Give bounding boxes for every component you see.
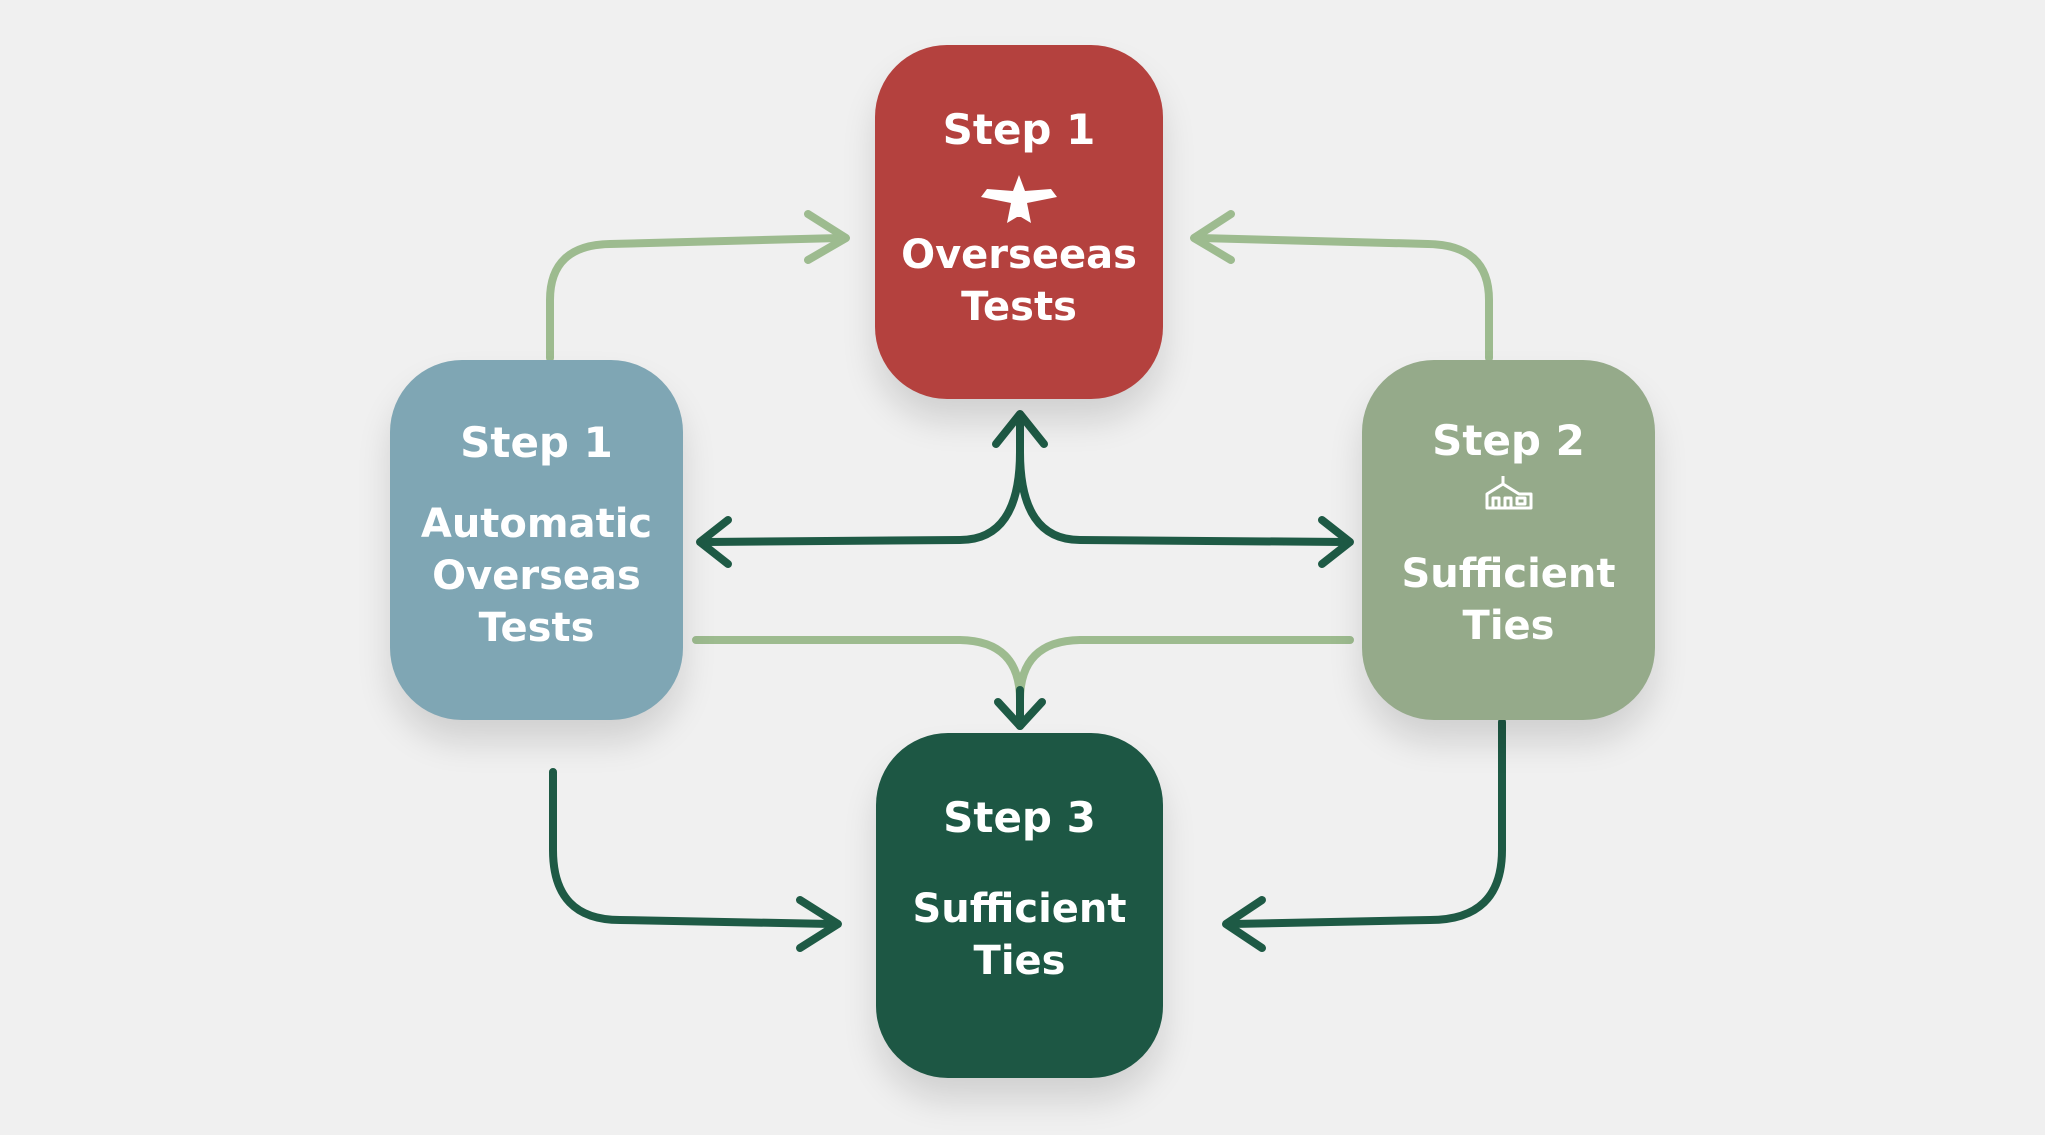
step-title: Step 1 [460,418,613,467]
plane-icon [979,173,1059,231]
step-node-overseas-tests: Step 1 Overseeas Tests [875,45,1163,399]
arrow-left-to-bottom [549,768,836,928]
step-label: Sufficient Ties [912,886,1127,984]
arrow-right-to-top [1196,234,1493,362]
arrowhead-to-top [992,410,1048,448]
arrowhead-left-to-top [804,210,850,264]
step-title: Step 1 [942,105,1096,154]
arrowhead-left-to-bottom [796,896,842,952]
step-label: Automatic Overseas Tests [420,501,653,651]
arrow-center-to-left [702,448,1024,546]
arrowhead-to-left [696,516,732,568]
arrowhead-merge-to-bottom-tip [994,698,1046,730]
step-node-sufficient-ties-final: Step 3 Sufficient Ties [876,733,1163,1078]
arrow-left-to-top [546,234,844,362]
arrow-right-to-bottom [1228,718,1506,928]
step-title: Step 2 [1432,416,1585,465]
arrowhead-right-to-bottom [1222,896,1266,952]
step-title: Step 3 [943,793,1096,842]
arrow-center-to-right [1016,448,1349,546]
step-label: Overseeas Tests [901,232,1137,330]
arrow-left-merge [692,636,1024,704]
arrowhead-to-right [1318,516,1354,568]
arrowhead-right-to-top [1190,210,1235,264]
step-label: Sufficient Ties [1401,551,1616,649]
house-icon [1483,474,1535,516]
step-node-automatic-overseas-tests: Step 1 Automatic Overseas Tests [390,360,683,720]
arrow-right-merge [1016,636,1354,704]
step-node-sufficient-ties: Step 2 Sufficient Ties [1362,360,1655,720]
